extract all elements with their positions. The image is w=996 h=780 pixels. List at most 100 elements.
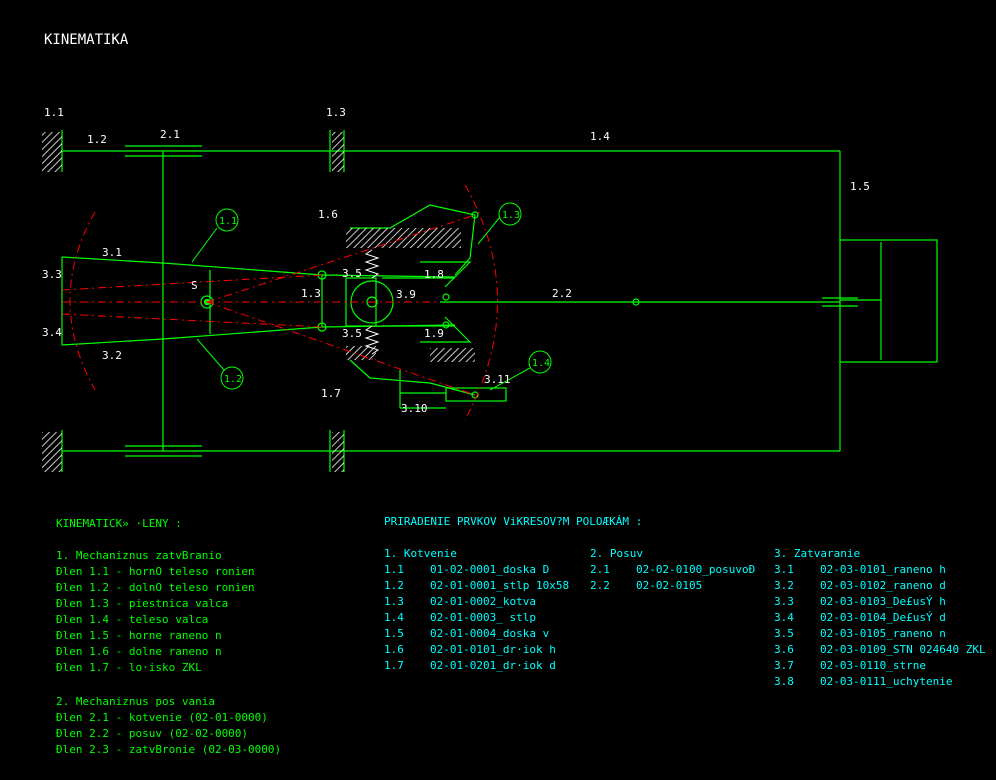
assignment-row: 3.7 02-03-0110_strne [774, 658, 986, 674]
assignment-row: 3.5 02-03-0105_raneno n [774, 626, 986, 642]
legend-heading: KINEMATICK» ·LENY : [56, 517, 182, 530]
assignment-key: 2.1 [590, 563, 610, 576]
assignment-value: 02-01-0003_ stlp [430, 611, 536, 624]
assignment-col2-list: 2.1 02-02-0100_posuvoÐ 2.2 02-02-0105 [590, 562, 755, 594]
assignment-row: 1.3 02-01-0002_kotva [384, 594, 569, 610]
springs [364, 249, 380, 355]
legend-group1-title: 1. Mechaniznus zatvBranio [56, 549, 222, 562]
label-1-8: 1.8 [424, 268, 444, 281]
frame [61, 130, 938, 472]
assignment-value: 02-03-0103_De£usÝ h [820, 595, 946, 608]
callout-1-1: 1.1 [219, 216, 237, 227]
label-3-5-upper: 3.5 [342, 267, 362, 280]
assignment-value: 02-03-0104_De£usÝ d [820, 611, 946, 624]
assignment-key: 3.3 [774, 595, 794, 608]
assignment-col1-list: 1.1 01-02-0001_doska D 1.2 02-01-0001_stlp… [384, 562, 569, 674]
assignment-row: 1.4 02-01-0003_ stlp [384, 610, 569, 626]
label-1-3: 1.3 [326, 106, 346, 119]
assignment-key: 3.7 [774, 659, 794, 672]
assignment-key: 2.2 [590, 579, 610, 592]
label-3-3: 3.3 [42, 268, 62, 281]
assignment-key: 1.3 [384, 595, 404, 608]
legend-group2-list: Ðlen 2.1 - kotvenie (02-01-0000) Ðlen 2.… [56, 710, 281, 758]
callout-1-2: 1.2 [224, 374, 242, 385]
assignment-value: 02-01-0001_stlp 10x58 [430, 579, 570, 592]
assignment-value: 02-03-0101_raneno h [820, 563, 946, 576]
assignment-row: 1.2 02-01-0001_stlp 10x58 [384, 578, 569, 594]
assignment-key: 3.2 [774, 579, 794, 592]
assignment-value: 02-03-0105_raneno n [820, 627, 946, 640]
legend-item: Ðlen 2.2 - posuv (02-02-0000) [56, 727, 249, 740]
label-3-11: 3.11 [484, 373, 511, 386]
assignment-value: 02-01-0201_dr·iok d [430, 659, 556, 672]
assignment-row: 1.5 02-01-0004_doska v [384, 626, 569, 642]
assignment-value: 02-03-0110_strne [820, 659, 926, 672]
label-1-1: 1.1 [44, 106, 64, 119]
assignment-value: 02-03-0109_STN 024640 ZKL [820, 643, 986, 656]
fixed-supports [42, 132, 475, 472]
label-3-10: 3.10 [401, 402, 428, 415]
label-3-4: 3.4 [42, 326, 62, 339]
legend-item: Ðlen 1.4 - teleso valca [56, 613, 209, 626]
label-2-1: 2.1 [160, 128, 180, 141]
label-1-9: 1.9 [424, 327, 444, 340]
label-s: S [191, 279, 198, 292]
construction-lines [61, 184, 498, 421]
assignment-value: 02-02-0105 [636, 579, 703, 592]
label-3-5-lower: 3.5 [342, 327, 362, 340]
assignment-value: 02-02-0100_posuvoÐ [636, 563, 756, 576]
callout-1-3: 1.3 [502, 210, 520, 221]
assignment-value: 02-01-0002_kotva [430, 595, 536, 608]
assignment-row: 1.7 02-01-0201_dr·iok d [384, 658, 569, 674]
assignment-col3-title: 3. Zatvaranie [774, 547, 861, 560]
assignment-key: 3.6 [774, 643, 794, 656]
legend-group2-title: 2. Mechaniznus pos vania [56, 695, 215, 708]
assignment-row: 1.6 02-01-0101_dr·iok h [384, 642, 569, 658]
assignment-key: 3.4 [774, 611, 794, 624]
assignment-value: 02-01-0101_dr·iok h [430, 643, 556, 656]
label-1-6: 1.6 [318, 208, 338, 221]
assignment-value: 02-01-0004_doska v [430, 627, 550, 640]
assignment-value: 02-03-0102_raneno d [820, 579, 946, 592]
legend-item: Ðlen 2.1 - kotvenie (02-01-0000) [56, 711, 268, 724]
assignment-key: 1.1 [384, 563, 404, 576]
legend-item: Ðlen 2.3 - zatvBronie (02-03-0000) [56, 743, 282, 756]
assignment-col2-title: 2. Posuv [590, 547, 643, 560]
assignment-key: 1.6 [384, 643, 404, 656]
label-3-1: 3.1 [102, 246, 122, 259]
assignment-key: 1.5 [384, 627, 404, 640]
assignment-value: 01-02-0001_doska D [430, 563, 550, 576]
assignment-heading: PRIRADENIE PRVKOV ViKRESOV?M POLOÆKÁM : [384, 515, 643, 528]
assignment-row: 3.4 02-03-0104_De£usÝ d [774, 610, 986, 626]
assignment-key: 1.4 [384, 611, 404, 624]
assignment-col1-title: 1. Kotvenie [384, 547, 457, 560]
legend-group1-list: Ðlen 1.1 - hornO teleso ronien Ðlen 1.2 … [56, 564, 255, 676]
assignment-value: 02-03-0111_uchytenie [820, 675, 953, 688]
label-1-5: 1.5 [850, 180, 870, 193]
assignment-row: 3.8 02-03-0111_uchytenie [774, 674, 986, 690]
legend-item: Ðlen 1.1 - hornO teleso ronien [56, 565, 255, 578]
label-2-2: 2.2 [552, 287, 572, 300]
assignment-row: 2.1 02-02-0100_posuvoÐ [590, 562, 755, 578]
assignment-key: 3.8 [774, 675, 794, 688]
legend-item: Ðlen 1.7 - lo·isko ZKL [56, 661, 202, 674]
label-3-9: 3.9 [396, 288, 416, 301]
label-3-2: 3.2 [102, 349, 122, 362]
label-1-4: 1.4 [590, 130, 610, 143]
assignment-key: 1.7 [384, 659, 404, 672]
callout-1-4: 1.4 [532, 358, 550, 369]
legend-item: Ðlen 1.3 - piestnica valca [56, 597, 229, 610]
assignment-row: 1.1 01-02-0001_doska D [384, 562, 569, 578]
label-1-2: 1.2 [87, 133, 107, 146]
legend-item: Ðlen 1.5 - horne raneno n [56, 629, 222, 642]
assignment-row: 2.2 02-02-0105 [590, 578, 755, 594]
assignment-row: 3.3 02-03-0103_De£usÝ h [774, 594, 986, 610]
assignment-key: 3.5 [774, 627, 794, 640]
assignment-key: 1.2 [384, 579, 404, 592]
legend-item: Ðlen 1.2 - dolnO teleso ronien [56, 581, 255, 594]
legend-item: Ðlen 1.6 - dolne raneno n [56, 645, 222, 658]
diagram-title: KINEMATIKA [44, 32, 129, 48]
